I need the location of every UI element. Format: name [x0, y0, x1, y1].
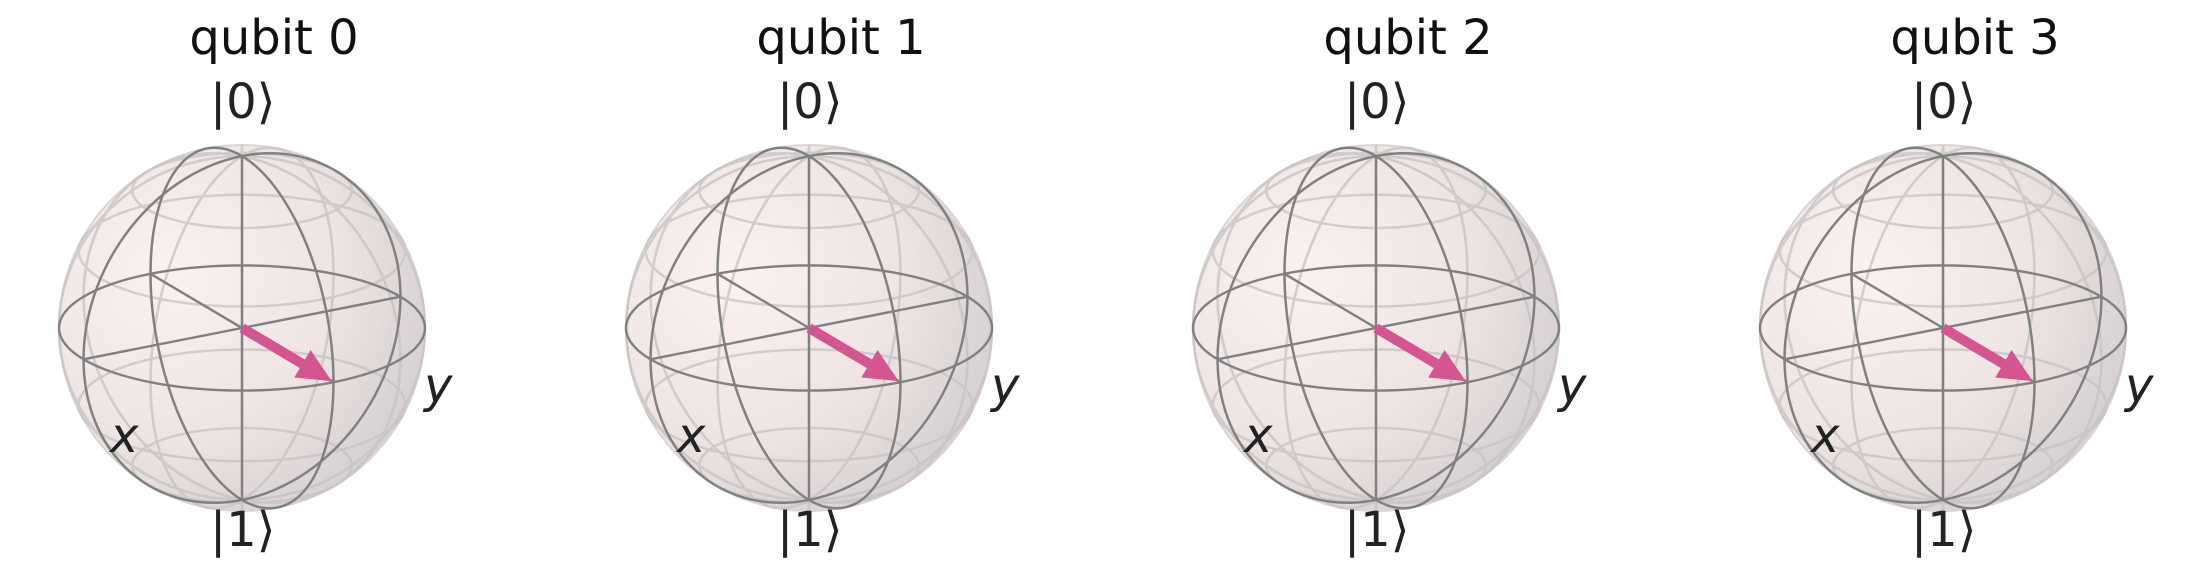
- state-vector-shaft: [1373, 323, 1439, 369]
- state-vector-arrowhead: [1428, 350, 1466, 382]
- state-vector-shaft: [1940, 323, 2006, 369]
- qubit-title: qubit 0: [189, 10, 359, 66]
- state-vector-arrowhead: [294, 350, 332, 382]
- bloch-sphere-graphic: [1191, 144, 1561, 512]
- state-vector-arrowhead: [861, 350, 899, 382]
- state-vector-shaft: [239, 323, 305, 369]
- state-vector: [806, 323, 899, 382]
- ket-zero-label: |0⟩: [1344, 74, 1410, 130]
- qubit-title: qubit 1: [756, 10, 926, 66]
- y-axis-label: y: [424, 358, 453, 414]
- bloch-sphere-graphic: [624, 144, 994, 512]
- ket-zero-label: |0⟩: [210, 74, 276, 130]
- state-vector: [239, 323, 332, 382]
- state-vector: [1373, 323, 1466, 382]
- bloch-sphere-graphic: [1758, 144, 2128, 512]
- ket-one-label: |1⟩: [777, 502, 843, 558]
- bloch-sphere-panel: qubit 2 |0⟩ |1⟩ x y: [1134, 0, 1682, 576]
- ket-one-label: |1⟩: [1344, 502, 1410, 558]
- bloch-sphere-panel: qubit 3 |0⟩ |1⟩ x y: [1701, 0, 2190, 576]
- ket-one-label: |1⟩: [1911, 502, 1977, 558]
- state-vector-shaft: [806, 323, 872, 369]
- qubit-title: qubit 3: [1890, 10, 2060, 66]
- x-axis-label: x: [1244, 408, 1273, 464]
- y-axis-label: y: [1558, 358, 1587, 414]
- y-axis-label: y: [2125, 358, 2154, 414]
- bloch-sphere-graphic: [57, 144, 427, 512]
- state-vector-arrowhead: [1995, 350, 2033, 382]
- ket-zero-label: |0⟩: [1911, 74, 1977, 130]
- y-axis-label: y: [991, 358, 1020, 414]
- x-axis-label: x: [110, 408, 139, 464]
- bloch-sphere-panel: qubit 0 |0⟩ |1⟩ x y: [0, 0, 548, 576]
- qubit-title: qubit 2: [1323, 10, 1493, 66]
- ket-one-label: |1⟩: [210, 502, 276, 558]
- x-axis-label: x: [1811, 408, 1840, 464]
- x-axis-label: x: [677, 408, 706, 464]
- ket-zero-label: |0⟩: [777, 74, 843, 130]
- state-vector: [1940, 323, 2033, 382]
- bloch-sphere-panel: qubit 1 |0⟩ |1⟩ x y: [567, 0, 1115, 576]
